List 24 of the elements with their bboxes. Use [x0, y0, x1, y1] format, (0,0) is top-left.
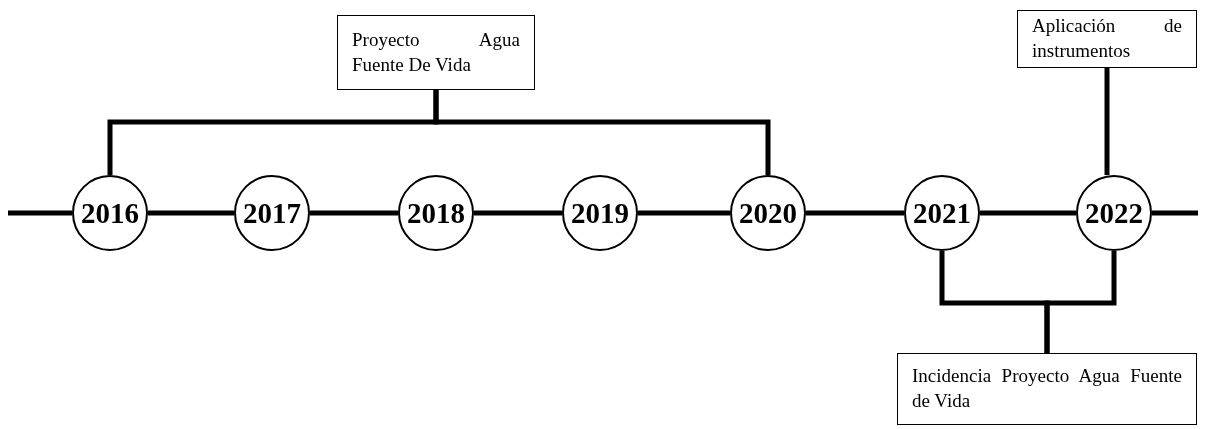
connector-line: [433, 90, 771, 175]
connector-line: [1152, 210, 1198, 216]
connector-line: [638, 210, 730, 216]
connector-line: [806, 210, 904, 216]
year-label: 2021: [913, 196, 971, 230]
event-box: [337, 15, 535, 90]
event-text: Proyecto Agua Fuente De Vida: [352, 27, 520, 77]
connector-line: [980, 210, 1076, 216]
connector-line: [1104, 68, 1110, 175]
connector-line: [148, 210, 234, 216]
connector-line: [474, 210, 562, 216]
year-label: 2022: [1085, 196, 1143, 230]
year-label: 2017: [243, 196, 301, 230]
event-text: Incidencia Proyecto Agua Fuente de Vida: [912, 364, 1182, 413]
connector-line: [1044, 251, 1117, 353]
year-label: 2016: [81, 196, 139, 230]
event-text: Aplicación de instrumentos: [1032, 14, 1182, 63]
year-label: 2019: [571, 196, 629, 230]
event-box: [1017, 10, 1197, 68]
connector-line: [310, 210, 398, 216]
event-box: [897, 353, 1197, 425]
connector-line: [8, 210, 72, 216]
year-label: 2020: [739, 196, 797, 230]
year-label: 2018: [407, 196, 465, 230]
